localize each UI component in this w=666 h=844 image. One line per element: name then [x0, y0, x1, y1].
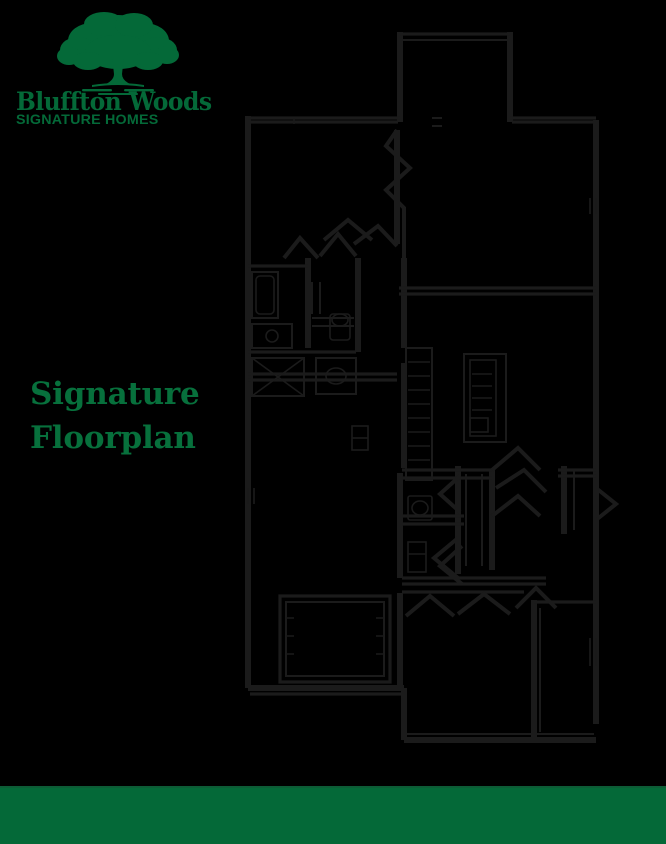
page-title-line1: Signature [30, 376, 200, 412]
footer-divider [0, 786, 666, 788]
brand-block: Bluffton Woods SIGNATURE HOMES [0, 8, 236, 128]
rear-patio [278, 594, 392, 684]
interior-partitions [248, 130, 596, 740]
right-entry-door [558, 466, 620, 534]
center-door-cluster [402, 445, 548, 586]
linen-closet [351, 425, 369, 451]
oak-tree-icon [52, 8, 184, 96]
footer-bar [0, 788, 666, 844]
floorplan-drawing: .w { fill:none; stroke:#1b1b1b; stroke-w… [234, 18, 638, 744]
brand-wordmark: Bluffton Woods SIGNATURE HOMES [16, 87, 220, 127]
rear-door-swings [404, 585, 558, 618]
front-entry-door [383, 117, 442, 258]
front-porch-bump-out [397, 32, 513, 122]
bath-partitions [248, 258, 361, 354]
page-title-line2: Floorplan [30, 420, 196, 456]
window-marks [247, 118, 597, 666]
bath-fixtures [251, 271, 357, 397]
exterior-walls [245, 116, 599, 743]
kitchen-island [463, 353, 507, 443]
stair-run [405, 347, 433, 481]
utility-fixtures [407, 495, 433, 573]
brand-wordmark-line1: Bluffton Woods [16, 87, 212, 116]
bedroom-door-swings [282, 217, 399, 260]
footer-content [0, 788, 666, 844]
brand-wordmark-line2: SIGNATURE HOMES [16, 111, 159, 127]
page-title: Signature Floorplan [30, 372, 240, 460]
